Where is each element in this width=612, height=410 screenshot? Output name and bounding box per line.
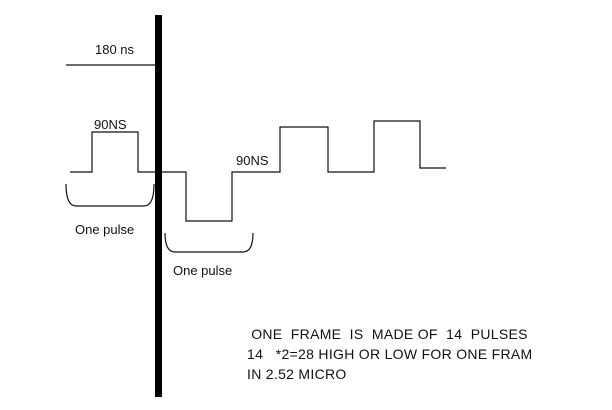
frame-note-line-1: ONE FRAME IS MADE OF 14 PULSES (247, 326, 528, 342)
low-width-label: 90NS (236, 153, 269, 168)
frame-boundary-bar (155, 15, 162, 397)
pulse-brace-right (164, 232, 254, 253)
frame-note-line-3: IN 2.52 MICRO (247, 366, 347, 382)
pulse-brace-left (65, 183, 155, 207)
pulse-waveform (70, 120, 446, 222)
period-label: 180 ns (95, 42, 135, 57)
frame-note-line-2: 14 *2=28 HIGH OR LOW FOR ONE FRAM (247, 346, 533, 362)
high-width-label: 90NS (94, 117, 127, 132)
pulse-label-right: One pulse (173, 263, 233, 278)
pulse-label-left: One pulse (75, 222, 135, 237)
